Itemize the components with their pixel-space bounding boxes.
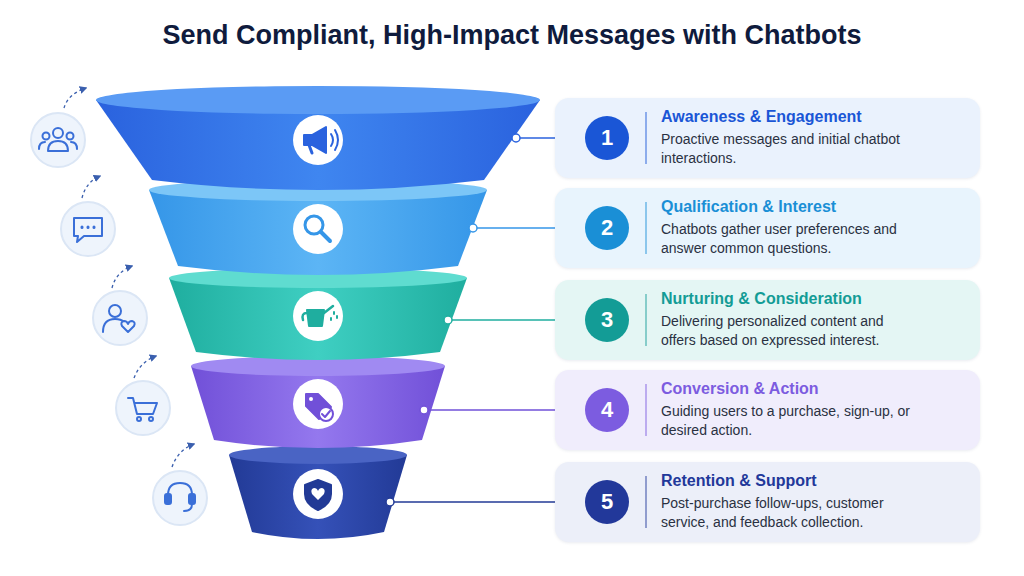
card-text: Qualification & InterestChatbots gather …: [661, 198, 966, 258]
card-text: Conversion & ActionGuiding users to a pu…: [661, 380, 966, 440]
stage-card: Retention & SupportPost-purchase follow-…: [555, 462, 980, 542]
callout-number: 3: [601, 307, 613, 333]
stage-heading: Qualification & Interest: [661, 198, 966, 216]
divider-line: [645, 384, 647, 436]
card-text: Nurturing & ConsiderationDelivering pers…: [661, 290, 966, 350]
stage-description: Chatbots gather user preferences and ans…: [661, 220, 911, 258]
band-icon: [293, 115, 343, 519]
divider-line: [645, 294, 647, 346]
step-number-circle: 2: [585, 206, 629, 250]
card-text: Awareness & EngagementProactive messages…: [661, 108, 966, 168]
stage-description: Post-purchase follow-ups, customer servi…: [661, 494, 911, 532]
diagram-title: Send Compliant, High-Impact Messages wit…: [0, 20, 1024, 51]
flow-arrow: [64, 88, 194, 467]
stage-card: Awareness & EngagementProactive messages…: [555, 98, 980, 178]
stage-heading: Nurturing & Consideration: [661, 290, 966, 308]
stage-card: Nurturing & ConsiderationDelivering pers…: [555, 280, 980, 360]
stage-heading: Conversion & Action: [661, 380, 966, 398]
funnel-band: [96, 86, 540, 190]
funnel-band: [149, 179, 487, 275]
side-icon: [31, 113, 207, 525]
stage-card: Qualification & InterestChatbots gather …: [555, 188, 980, 268]
divider-line: [645, 476, 647, 528]
step-number-circle: 3: [585, 298, 629, 342]
step-number-circle: 5: [585, 480, 629, 524]
callout-number: 4: [601, 397, 613, 423]
callout-number: 2: [601, 215, 613, 241]
stage-heading: Retention & Support: [661, 472, 966, 490]
callout-number: 1: [601, 125, 613, 151]
divider-line: [645, 112, 647, 164]
stage-card: Conversion & ActionGuiding users to a pu…: [555, 370, 980, 450]
stage-description: Delivering personalized content and offe…: [661, 312, 911, 350]
stage-heading: Awareness & Engagement: [661, 108, 966, 126]
funnel-band: [169, 268, 467, 360]
callout-number: 5: [601, 489, 613, 515]
step-number-circle: 1: [585, 116, 629, 160]
stage-description: Guiding users to a purchase, sign-up, or…: [661, 402, 911, 440]
step-number-circle: 4: [585, 388, 629, 432]
funnel-band: [191, 356, 445, 448]
funnel-band: [229, 446, 407, 539]
card-text: Retention & SupportPost-purchase follow-…: [661, 472, 966, 532]
leader-line: [386, 134, 555, 506]
divider-line: [645, 202, 647, 254]
stage-description: Proactive messages and initial chatbot i…: [661, 130, 911, 168]
